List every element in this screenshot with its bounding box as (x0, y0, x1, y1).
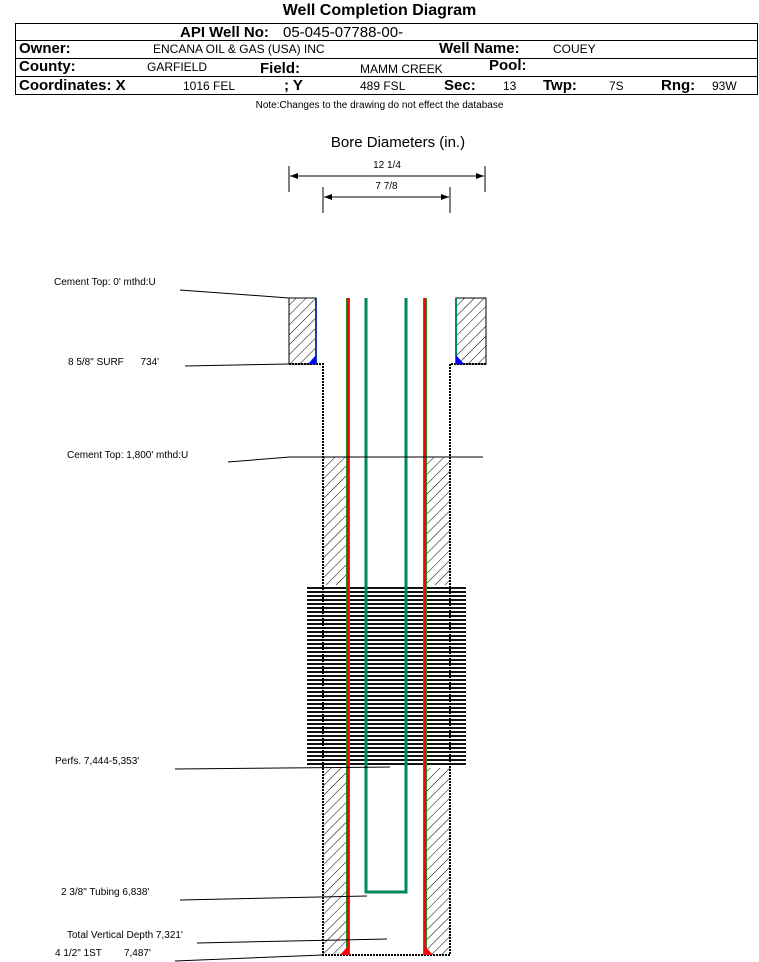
leader-lines (174, 289, 483, 962)
well-info-table (15, 23, 758, 95)
page-title: Well Completion Diagram (282, 2, 477, 19)
annotation-tvd: Total Vertical Depth 7,321' (67, 930, 183, 941)
surface-shoe-right (456, 355, 464, 364)
rng-label: Rng: (661, 77, 696, 94)
bore-dim-label: 7 7/8 (375, 181, 398, 192)
owner-label: Owner: (19, 40, 71, 57)
coord-y-value: 489 FSL (360, 79, 406, 93)
bore-dimension-12-1-4 (288, 166, 486, 192)
well-name-label: Well Name: (439, 40, 520, 57)
production-casing (340, 298, 433, 955)
tubing (364, 298, 408, 894)
production-cement (323, 457, 450, 955)
owner-value: ENCANA OIL & GAS (USA) INC (153, 42, 325, 56)
field-label: Field: (260, 60, 300, 77)
divider (16, 58, 757, 59)
coord-y-label: ; Y (284, 77, 303, 94)
surface-shoe-left (308, 355, 316, 364)
twp-value: 7S (609, 79, 624, 93)
perforations (307, 587, 466, 765)
bore-title: Bore Diameters (in.) (330, 134, 466, 151)
bore-dim-label: 12 1/4 (373, 160, 401, 171)
annotation-cement-top-surface: Cement Top: 0' mthd:U (54, 277, 156, 288)
database-note: Note:Changes to the drawing do not effec… (255, 100, 504, 111)
api-value: 05-045-07788-00- (283, 24, 404, 41)
divider (16, 40, 757, 41)
county-value: GARFIELD (147, 60, 208, 74)
divider (16, 76, 757, 77)
annotation-perfs: Perfs. 7,444-5,353' (55, 756, 140, 767)
pool-label: Pool: (489, 57, 527, 74)
surface-cement-left (288, 297, 317, 365)
sec-label: Sec: (444, 77, 476, 94)
surface-cement-right (455, 297, 487, 365)
annotation-surface-casing: 8 5/8" SURF 734' (68, 357, 160, 368)
coord-x-label: Coordinates: X (19, 77, 126, 94)
annotation-tubing: 2 3/8" Tubing 6,838' (61, 887, 150, 898)
api-label: API Well No: (180, 24, 269, 41)
well-name-value: COUEY (553, 42, 596, 56)
bore-dimension-7-7-8 (322, 187, 451, 213)
annotation-production-casing: 4 1/2" 1ST 7,487' (55, 948, 151, 959)
sec-value: 13 (503, 79, 517, 93)
coord-x-value: 1016 FEL (183, 79, 236, 93)
twp-label: Twp: (543, 77, 577, 94)
rng-value: 93W (712, 79, 737, 93)
annotation-cement-top-production: Cement Top: 1,800' mthd:U (67, 450, 189, 461)
county-label: County: (19, 58, 76, 75)
field-value: MAMM CREEK (360, 62, 443, 76)
